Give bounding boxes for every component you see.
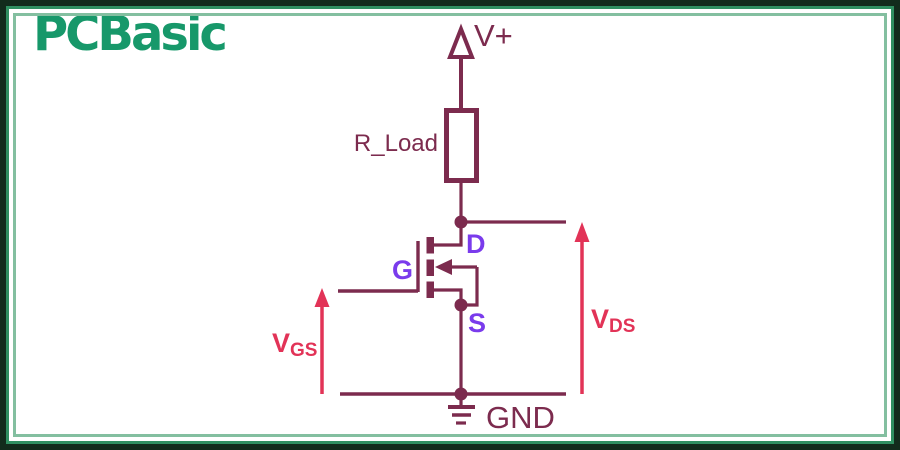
supply-arrow-icon: [447, 23, 475, 111]
supply-label: V+: [474, 18, 513, 53]
vds-label: VDS: [591, 304, 635, 337]
resistor-label: R_Load: [354, 130, 438, 157]
vds-arrow-icon: [574, 222, 590, 394]
pcbasic-logo: PCBasic: [33, 6, 228, 62]
vgs-label: VGS: [272, 328, 317, 361]
gate-terminal-label: G: [392, 255, 413, 285]
body-arrow-icon: [435, 259, 452, 275]
mosfet-symbol-icon: [338, 222, 479, 312]
resistor-body: [444, 108, 479, 183]
vgs-arrow-icon: [314, 288, 330, 394]
ground-label: GND: [486, 400, 555, 435]
source-terminal-label: S: [468, 308, 486, 338]
ground-symbol-icon: [448, 394, 475, 425]
drain-terminal-label: D: [466, 229, 486, 259]
